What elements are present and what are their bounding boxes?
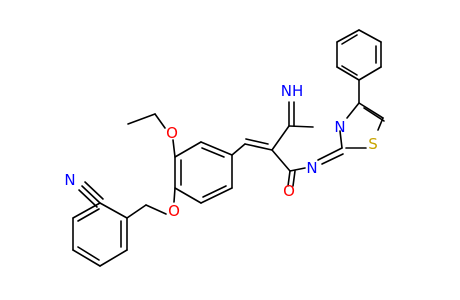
pyrimidine-ring [271,125,344,172]
carbonyl-oxygen-label: O [283,182,295,200]
ethoxy-oxygen-label: O [166,124,178,142]
imine-double-bond [288,101,295,127]
central-benzene-ring [174,141,233,204]
nitrile-triple-bond [78,181,104,208]
benzonitrile-ring [72,202,128,267]
imine-nh-label: NH [281,82,304,100]
methylidene-bond [231,138,273,156]
ethoxy-group [127,113,176,158]
thiazole-ring [345,102,385,149]
phenyl-ring [336,29,382,81]
nitrile-nitrogen-label: N [64,171,75,189]
benzyl-ether-link [126,187,176,219]
carbonyl-double-bond [287,170,296,187]
ring-nitrogen-2-label: N [306,159,317,177]
ring-nitrogen-label: N [334,118,345,136]
sulfur-label: S [368,135,378,153]
benzyl-oxygen-label: O [168,202,180,220]
